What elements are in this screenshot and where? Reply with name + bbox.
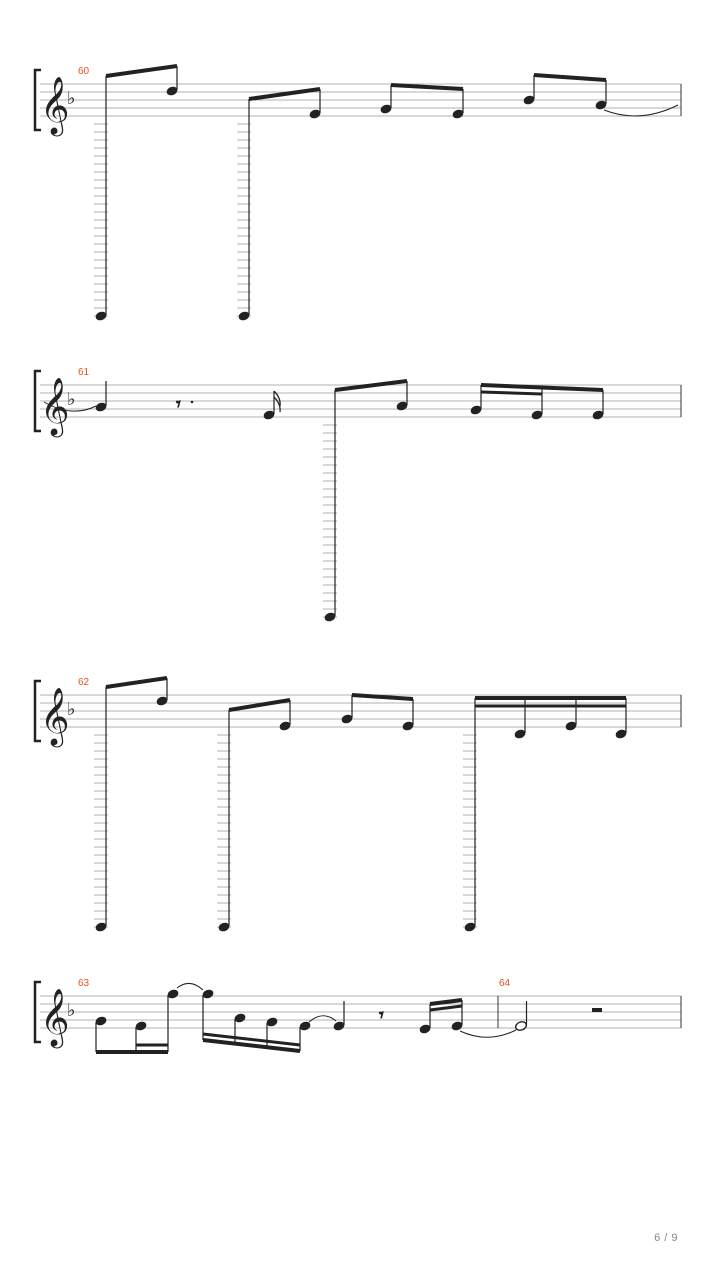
measure-number: 61: [78, 367, 90, 378]
ledger-lines: [94, 734, 477, 928]
tie: [459, 1029, 517, 1038]
flag: [273, 396, 281, 413]
flat-key-signature-icon: ♭: [67, 699, 76, 720]
rest-dot: [190, 400, 194, 404]
beam: [480, 383, 604, 392]
tie: [43, 401, 97, 412]
system-2: 𝄞 ♭ 61 𝄾: [33, 367, 682, 622]
note-head: [218, 922, 230, 932]
note-head: [419, 1024, 431, 1034]
treble-clef-icon: 𝄞: [40, 988, 70, 1049]
note-head: [464, 922, 476, 932]
staff-lines: [40, 995, 681, 1029]
flat-key-signature-icon: ♭: [67, 1000, 76, 1021]
beam: [248, 87, 321, 101]
beam: [228, 698, 291, 712]
measure-number: 64: [499, 978, 511, 989]
note-head: [263, 410, 275, 420]
beam: [105, 676, 168, 689]
note-head: [299, 1021, 311, 1031]
beam: [429, 998, 463, 1006]
note-head: [156, 696, 168, 706]
note-head: [238, 311, 250, 321]
measure-number: 62: [78, 677, 90, 688]
note-head: [565, 721, 577, 731]
flat-key-signature-icon: ♭: [67, 389, 76, 410]
system-4: 𝄞 ♭ 63 64: [33, 978, 682, 1054]
note-head: [514, 1021, 528, 1031]
tie: [603, 104, 679, 117]
beam: [480, 390, 543, 396]
note-head: [452, 109, 464, 119]
note-head: [167, 989, 179, 999]
note-head: [234, 1013, 246, 1023]
beam: [351, 693, 414, 701]
note-head: [380, 104, 392, 114]
system-bracket: [33, 68, 41, 132]
note-head: [266, 1017, 278, 1027]
note-head: [309, 109, 321, 119]
note-head: [135, 1021, 147, 1031]
half-rest-icon: [592, 1008, 602, 1012]
beam: [390, 83, 464, 91]
note-head: [595, 100, 607, 110]
note-head: [166, 86, 178, 96]
note-head: [341, 714, 353, 724]
note-head: [514, 729, 526, 739]
eighth-rest-icon: 𝄾: [379, 1005, 384, 1026]
note-head: [592, 410, 604, 420]
note-head: [470, 405, 482, 415]
staff-lines: [40, 83, 681, 117]
flag: [273, 390, 281, 407]
flat-key-signature-icon: ♭: [67, 88, 76, 109]
system-bracket: [33, 679, 41, 743]
measure-number: 63: [78, 978, 90, 989]
measure-number: 60: [78, 66, 90, 77]
beam: [334, 379, 408, 392]
note-head: [402, 721, 414, 731]
note-head: [95, 922, 107, 932]
beam: [105, 64, 178, 78]
note-head: [396, 401, 408, 411]
tie: [308, 1015, 337, 1023]
note-head: [324, 612, 336, 622]
beam: [202, 1032, 301, 1047]
system-1: 𝄞 ♭ 60: [33, 64, 682, 321]
page-indicator: 6 / 9: [654, 1232, 678, 1244]
notes: [95, 64, 679, 321]
ledger-lines: [94, 123, 251, 317]
note-head: [95, 402, 107, 412]
system-bracket: [33, 980, 41, 1044]
beam: [202, 1038, 301, 1053]
note-head: [531, 410, 543, 420]
note-head: [523, 95, 535, 105]
system-bracket: [33, 369, 41, 433]
notes: 𝄾: [43, 379, 604, 622]
note-head: [615, 729, 627, 739]
treble-clef-icon: 𝄞: [40, 76, 70, 137]
note-head: [95, 1016, 107, 1026]
beam: [429, 1004, 463, 1012]
eighth-rest-icon: 𝄾: [176, 394, 181, 415]
note-head: [95, 311, 107, 321]
notes: [95, 676, 627, 932]
note-head: [333, 1021, 345, 1031]
treble-clef-icon: 𝄞: [40, 687, 70, 748]
beam: [533, 73, 607, 82]
note-head: [451, 1021, 463, 1031]
note-head: [279, 721, 291, 731]
system-3: 𝄞 ♭ 62: [33, 676, 682, 932]
notes: 𝄾: [95, 983, 602, 1054]
note-head: [202, 989, 214, 999]
tie: [176, 983, 204, 991]
